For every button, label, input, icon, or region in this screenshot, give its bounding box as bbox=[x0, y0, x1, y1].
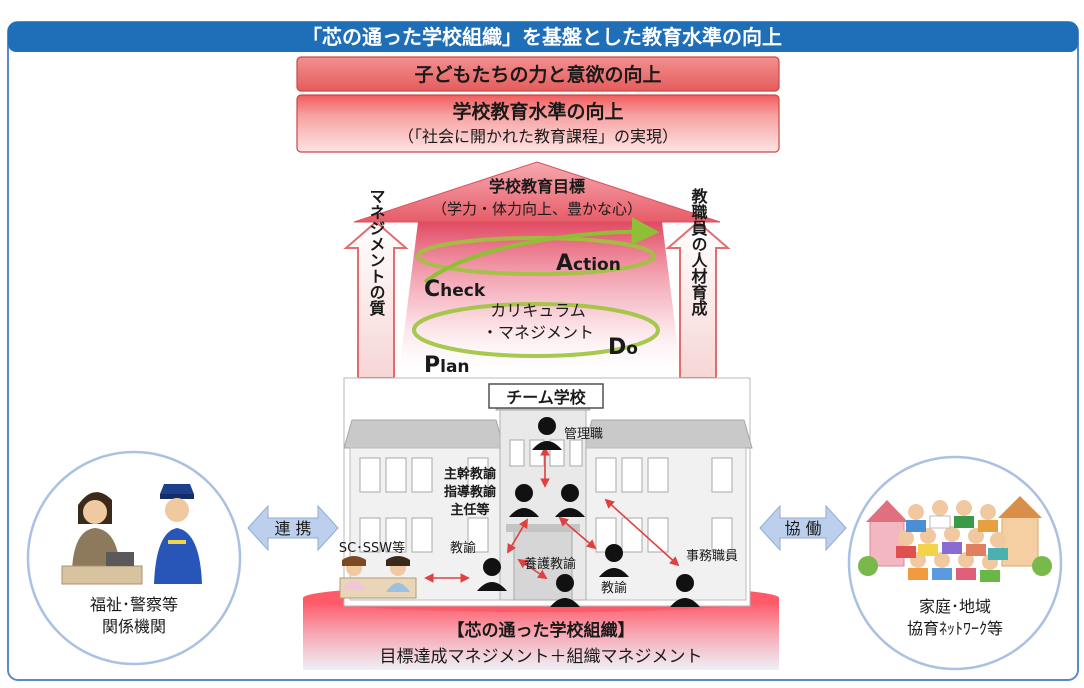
staff-silhouettes bbox=[477, 417, 700, 607]
goal-children-text: 子どもたちの力と意欲の向上 bbox=[414, 63, 661, 86]
pdca-ring-bottom bbox=[412, 302, 660, 358]
label-shunin: 主任等 bbox=[450, 502, 489, 518]
label-jimu: 事務職員 bbox=[686, 549, 738, 564]
pdca-plan: Plan bbox=[424, 353, 470, 378]
light-beam bbox=[398, 222, 682, 380]
label-kanrishoku: 管理職 bbox=[564, 427, 603, 442]
pdca-ring-top bbox=[416, 236, 656, 276]
community-line2: 協育ﾈｯﾄﾜｰｸ等 bbox=[907, 619, 1003, 638]
label-sc-ssw: SC･SSW等 bbox=[339, 540, 405, 556]
pdca-action: Action bbox=[556, 251, 621, 276]
school-building bbox=[343, 377, 753, 607]
management-quality-label: マネジメントの質 bbox=[367, 188, 386, 317]
staff-link-arrows bbox=[424, 446, 680, 583]
link-arrow-right bbox=[759, 504, 847, 552]
base-title: 【芯の通った学校組織】 bbox=[448, 620, 635, 641]
welfare-line1: 福祉･警察等 bbox=[90, 595, 178, 614]
label-kyoyu-right: 教諭 bbox=[601, 580, 627, 596]
roof-title: 学校教育目標 bbox=[489, 177, 585, 196]
link-arrow-left bbox=[247, 504, 339, 552]
pdca-center-line1: カリキュラム bbox=[490, 301, 586, 320]
svg-text:Check: Check bbox=[424, 277, 486, 302]
banner-title: 「芯の通った学校組織」を基盤とした教育水準の向上 bbox=[302, 25, 782, 49]
goal-box-school-level bbox=[296, 94, 780, 153]
pdca-do: Do bbox=[608, 335, 638, 360]
base-sub: 目標達成マネジメント＋組織マネジメント bbox=[380, 647, 703, 667]
counselor-illustration bbox=[339, 556, 417, 599]
svg-text:Do: Do bbox=[608, 335, 638, 360]
label-shido: 指導教諭 bbox=[444, 484, 497, 500]
label-kyoyu-left: 教諭 bbox=[450, 540, 476, 556]
link-label-left: 連 携 bbox=[274, 519, 311, 538]
link-label-right: 協 働 bbox=[784, 519, 821, 538]
welfare-line2: 関係機関 bbox=[102, 617, 166, 636]
svg-text:Plan: Plan bbox=[424, 353, 470, 378]
pdca-arrow bbox=[423, 217, 660, 284]
goal-school-level-title: 学校教育水準の向上 bbox=[452, 100, 623, 123]
goal-school-level-sub: （「社会に開かれた教育課程」の実現） bbox=[398, 127, 678, 146]
team-school-frame bbox=[488, 383, 604, 409]
pdca-center-line2: ・マネジメント bbox=[482, 323, 594, 342]
goal-box-children bbox=[296, 56, 780, 92]
pdca-check: Check bbox=[424, 277, 486, 302]
school-goal-roof bbox=[353, 161, 721, 223]
team-school-title: チーム学校 bbox=[506, 388, 587, 407]
community-line1: 家庭･地域 bbox=[919, 597, 991, 616]
title-banner bbox=[8, 22, 1078, 52]
community-illustration bbox=[858, 496, 1052, 582]
label-shukan: 主幹教諭 bbox=[444, 466, 497, 482]
welfare-police-illustration bbox=[61, 484, 202, 585]
label-yogo: 養護教諭 bbox=[524, 556, 576, 572]
staff-development-label: 教職員の人材育成 bbox=[689, 187, 709, 317]
roof-sub: （学力・体力向上、豊かな心） bbox=[432, 200, 642, 218]
svg-text:Action: Action bbox=[556, 251, 621, 276]
